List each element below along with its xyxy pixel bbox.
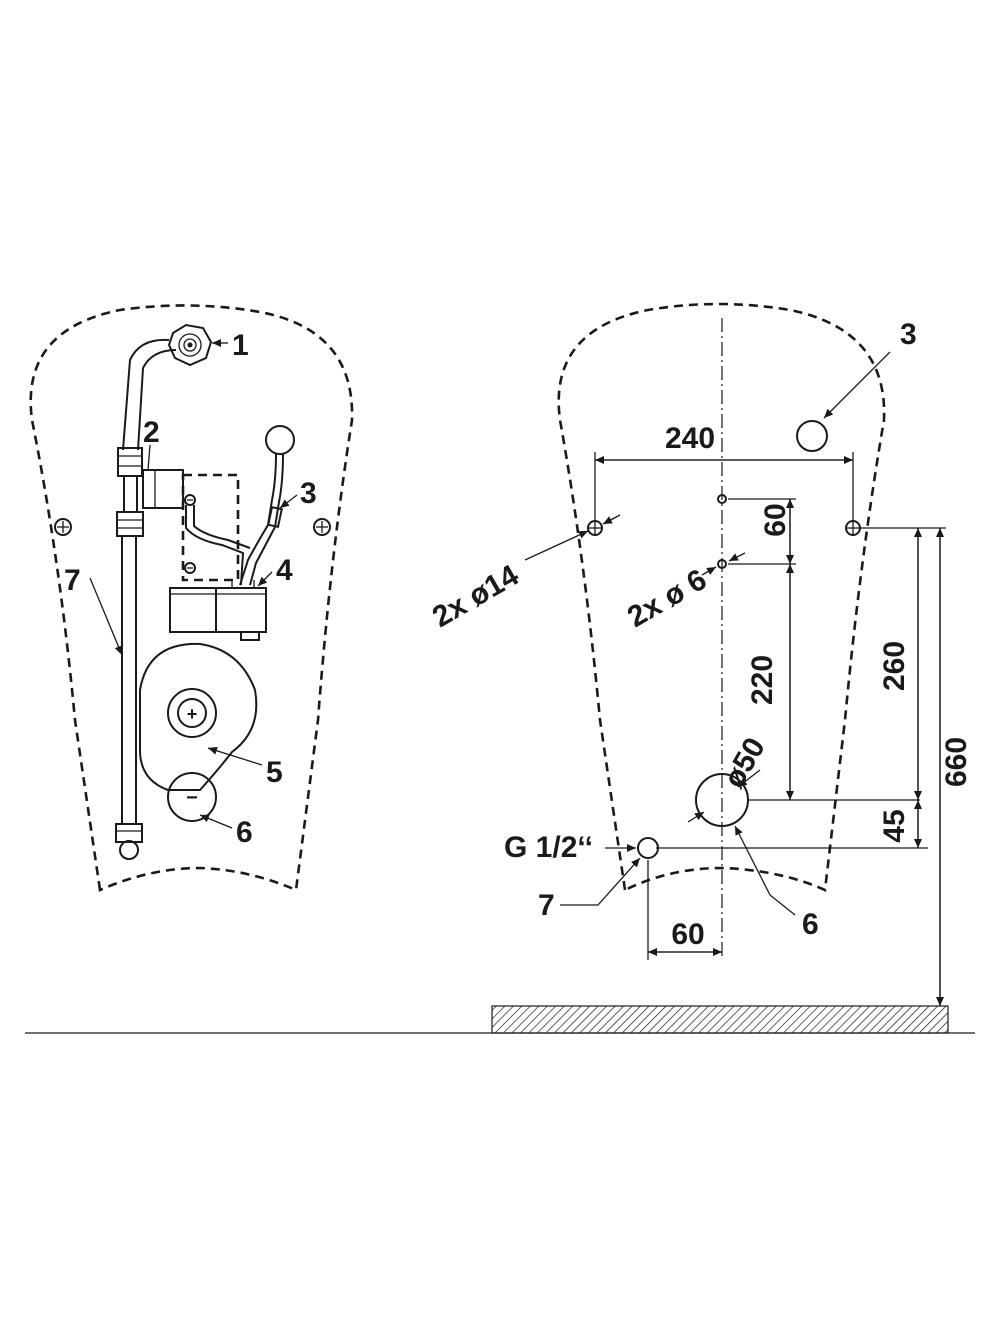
left-view: + − 1 2 3 4 5 6 7	[29, 304, 354, 892]
pipe-fitting-middle	[116, 511, 144, 537]
callout-7: 7	[64, 564, 81, 597]
dim-60-bottom: 60	[671, 918, 704, 951]
sensor-cable	[185, 425, 295, 586]
dim-45: 45	[878, 809, 911, 842]
r-callout-6: 6	[802, 908, 819, 941]
callout-5: 5	[266, 756, 283, 789]
label-d50: ø50	[717, 732, 771, 793]
supply-inlet	[637, 837, 659, 859]
hole-d14-left	[587, 520, 603, 536]
battery-pack: + −	[139, 642, 258, 822]
left-urinal-outline	[29, 304, 354, 892]
dim-260: 260	[878, 641, 911, 691]
left-mount-hole-right	[313, 518, 331, 536]
label-2x-d6: 2x ø 6	[622, 563, 712, 634]
flexible-hose	[115, 536, 143, 860]
callout-1: 1	[232, 329, 249, 362]
r-callout-7: 7	[538, 889, 555, 922]
callout-4: 4	[276, 554, 293, 587]
plus-terminal: +	[187, 704, 198, 724]
right-urinal-outline	[557, 302, 886, 892]
dim-220: 220	[746, 655, 779, 705]
supply-pipe	[122, 338, 177, 451]
inlet-valve	[167, 323, 213, 367]
callout-2: 2	[143, 416, 160, 449]
label-2x-d14: 2x ø14	[427, 559, 525, 634]
floor-hatch	[491, 1005, 949, 1034]
control-unit	[169, 580, 267, 641]
hole-d6-upper	[717, 494, 727, 504]
solenoid-bracket	[142, 469, 240, 582]
callout-3: 3	[300, 477, 317, 510]
dim-660: 660	[940, 737, 973, 787]
pipe-fitting-upper	[117, 447, 143, 477]
r-callout-3: 3	[900, 318, 917, 351]
dim-240: 240	[665, 422, 715, 455]
callout-6: 6	[236, 816, 253, 849]
hole-d6-lower	[717, 559, 727, 569]
label-g-thread: G 1/2‘‘	[504, 831, 593, 864]
left-mount-hole-left	[54, 518, 72, 536]
minus-terminal: −	[186, 787, 198, 809]
sensor-opening	[796, 420, 828, 452]
hole-d14-right	[845, 520, 861, 536]
right-view: 3 240 2x ø14 2x ø 6 60	[427, 302, 973, 1034]
dim-60-vertical: 60	[759, 503, 792, 536]
